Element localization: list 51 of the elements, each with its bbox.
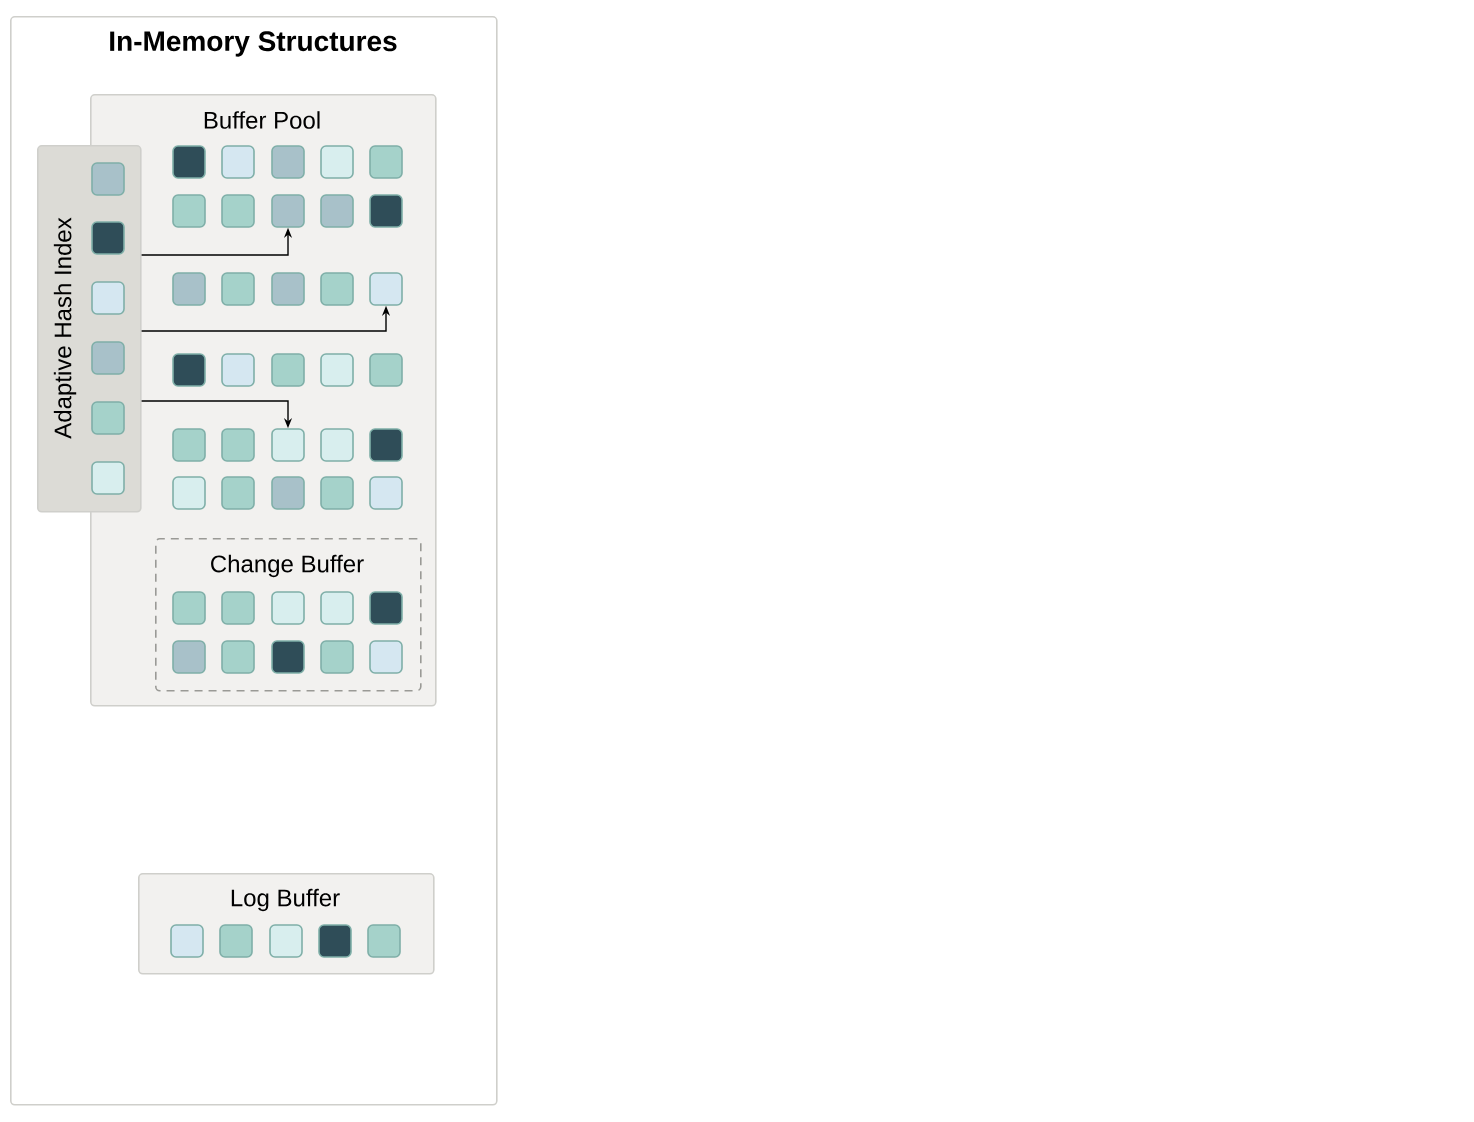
- page-square: [221, 194, 255, 228]
- page-square: [221, 428, 255, 462]
- page-square: [320, 476, 354, 510]
- page-square: [320, 353, 354, 387]
- page-square: [91, 221, 125, 255]
- page-square: [320, 640, 354, 674]
- page-square: [221, 272, 255, 306]
- page-square: [271, 591, 305, 625]
- page-square: [369, 145, 403, 179]
- page-square: [91, 281, 125, 315]
- page-square: [369, 353, 403, 387]
- page-square: [221, 353, 255, 387]
- page-square: [172, 476, 206, 510]
- page-square: [369, 272, 403, 306]
- page-square: [221, 640, 255, 674]
- page-square: [271, 476, 305, 510]
- page-square: [271, 353, 305, 387]
- page-square: [320, 591, 354, 625]
- page-square: [172, 428, 206, 462]
- page-square: [91, 461, 125, 495]
- page-square: [170, 924, 204, 958]
- page-square: [369, 428, 403, 462]
- page-square: [172, 145, 206, 179]
- page-square: [91, 401, 125, 435]
- page-square: [219, 924, 253, 958]
- page-square: [320, 194, 354, 228]
- page-square: [91, 341, 125, 375]
- page-square: [91, 162, 125, 196]
- page-square: [320, 145, 354, 179]
- page-square: [271, 272, 305, 306]
- page-square: [172, 640, 206, 674]
- page-square: [320, 428, 354, 462]
- page-square: [369, 591, 403, 625]
- page-square: [369, 476, 403, 510]
- page-square: [221, 591, 255, 625]
- page-square: [271, 428, 305, 462]
- page-square: [369, 640, 403, 674]
- page-square: [320, 272, 354, 306]
- page-square: [221, 145, 255, 179]
- page-square: [271, 640, 305, 674]
- page-square: [221, 476, 255, 510]
- page-square: [172, 591, 206, 625]
- page-square: [367, 924, 401, 958]
- page-square: [172, 353, 206, 387]
- page-square: [271, 194, 305, 228]
- page-square: [369, 194, 403, 228]
- page-square: [318, 924, 352, 958]
- page-square: [172, 272, 206, 306]
- page-square: [271, 145, 305, 179]
- page-square: [172, 194, 206, 228]
- page-square: [269, 924, 303, 958]
